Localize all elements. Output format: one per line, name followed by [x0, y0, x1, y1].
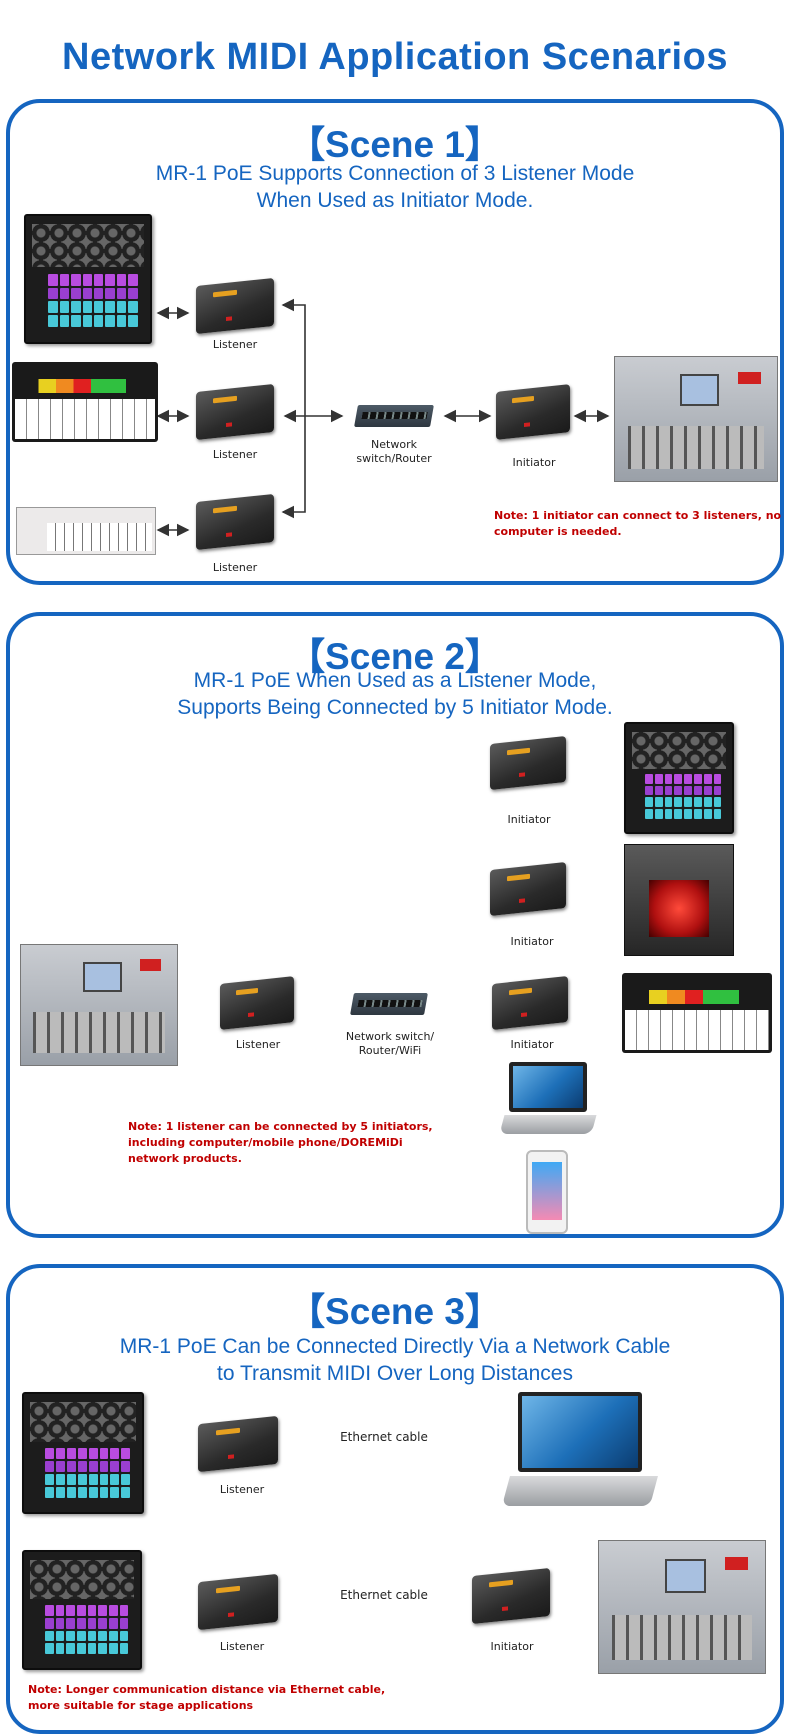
- mr1-listener-box-row-1: [198, 1415, 278, 1473]
- scene-3-note-line-2: more suitable for stage applications: [28, 1699, 254, 1712]
- mr1-initiator-box-1: [490, 736, 566, 790]
- scene-3-title: 【Scene 3】: [288, 1291, 502, 1332]
- scene-1-title: 【Scene 1】: [288, 124, 502, 165]
- mr1-initiator-box-3: [492, 976, 568, 1030]
- scene-2-switch-label-line-1: Network switch/: [345, 1030, 435, 1043]
- mr1-initiator-box-2: [490, 862, 566, 916]
- mr1-listener-box-top: [196, 277, 274, 335]
- scene-3-initiator-label: Initiator: [490, 1640, 534, 1653]
- mc-909-sampler-device: [598, 1540, 766, 1674]
- scene-2-listener-label: Listener: [235, 1038, 281, 1051]
- scene-3-subtitle-line-1: MR-1 PoE Can be Connected Directly Via a…: [119, 1335, 671, 1358]
- scene-1-listener-label-top: Listener: [212, 338, 258, 351]
- network-switch-device: [350, 993, 428, 1015]
- scene-1-note-line-2: computer is needed.: [494, 525, 622, 538]
- mr1-listener-box-row-2: [198, 1573, 278, 1631]
- mr1-initiator-box-row-2: [472, 1567, 550, 1625]
- mr1-listener-box-mid: [196, 383, 274, 441]
- scene-1-subtitle-line-2: When Used as Initiator Mode.: [256, 189, 534, 212]
- scene-2-switch-label-line-2: Router/WiFi: [358, 1044, 422, 1057]
- laptop-device: [499, 1062, 597, 1134]
- scene-1-subtitle-line-1: MR-1 PoE Supports Connection of 3 Listen…: [155, 162, 635, 185]
- scene-1-initiator-label: Initiator: [512, 456, 556, 469]
- scene-3-note-line-1: Note: Longer communication distance via …: [28, 1683, 386, 1696]
- scene-1-listener-label-mid: Listener: [212, 448, 258, 461]
- scene-1-listener-label-bottom: Listener: [212, 561, 258, 574]
- mc-909-sampler-device: [614, 356, 778, 482]
- scene-2-note-line-3: network products.: [128, 1152, 242, 1165]
- page-title: Network MIDI Application Scenarios: [62, 36, 728, 78]
- mc-909-sampler-device: [20, 944, 178, 1066]
- scene-2-note-line-2: including computer/mobile phone/DOREMiDi: [128, 1136, 403, 1149]
- launchkey-keyboard-device: [12, 362, 158, 442]
- scene-1-switch-label-line-1: Network: [371, 438, 417, 451]
- scene-2-title: 【Scene 2】: [288, 636, 502, 677]
- network-switch-device: [354, 405, 434, 427]
- scene-2-initiator-label-3: Initiator: [510, 1038, 554, 1051]
- circuit-synth-device: [22, 1392, 144, 1514]
- scene-2-initiator-label-2: Initiator: [510, 935, 554, 948]
- mr1-listener-box-bottom: [196, 493, 274, 551]
- scene-1-switch-label-line-2: switch/Router: [356, 452, 432, 465]
- circuit-synth-device: [624, 722, 734, 834]
- scene-3-ethernet-label-row-2: Ethernet cable: [340, 1588, 428, 1602]
- scene-3-ethernet-label-row-1: Ethernet cable: [340, 1430, 428, 1444]
- mr1-listener-box: [220, 976, 294, 1030]
- circuit-synth-device: [24, 214, 152, 344]
- scene-2-subtitle-line-2: Supports Being Connected by 5 Initiator …: [177, 696, 613, 719]
- scene-2-note-line-1: Note: 1 listener can be connected by 5 i…: [128, 1120, 433, 1133]
- scene-2-subtitle-line-1: MR-1 PoE When Used as a Listener Mode,: [193, 669, 597, 692]
- circuit-synth-device: [22, 1550, 142, 1670]
- launchkey-keyboard-device: [622, 973, 772, 1053]
- mr1-initiator-box: [496, 384, 570, 440]
- scene-2-initiator-label-1: Initiator: [507, 813, 551, 826]
- scene-1-note-line-1: Note: 1 initiator can connect to 3 liste…: [494, 509, 782, 522]
- mobile-phone-device: [526, 1150, 568, 1234]
- laptop-device: [502, 1392, 658, 1506]
- scene-3-subtitle-line-2: to Transmit MIDI Over Long Distances: [217, 1362, 573, 1385]
- kaoss-pad-device: [624, 844, 734, 956]
- scene-3-listener-label-row-2: Listener: [219, 1640, 265, 1653]
- scene-3-listener-label-row-1: Listener: [219, 1483, 265, 1496]
- arturia-keyboard-device: [16, 507, 156, 555]
